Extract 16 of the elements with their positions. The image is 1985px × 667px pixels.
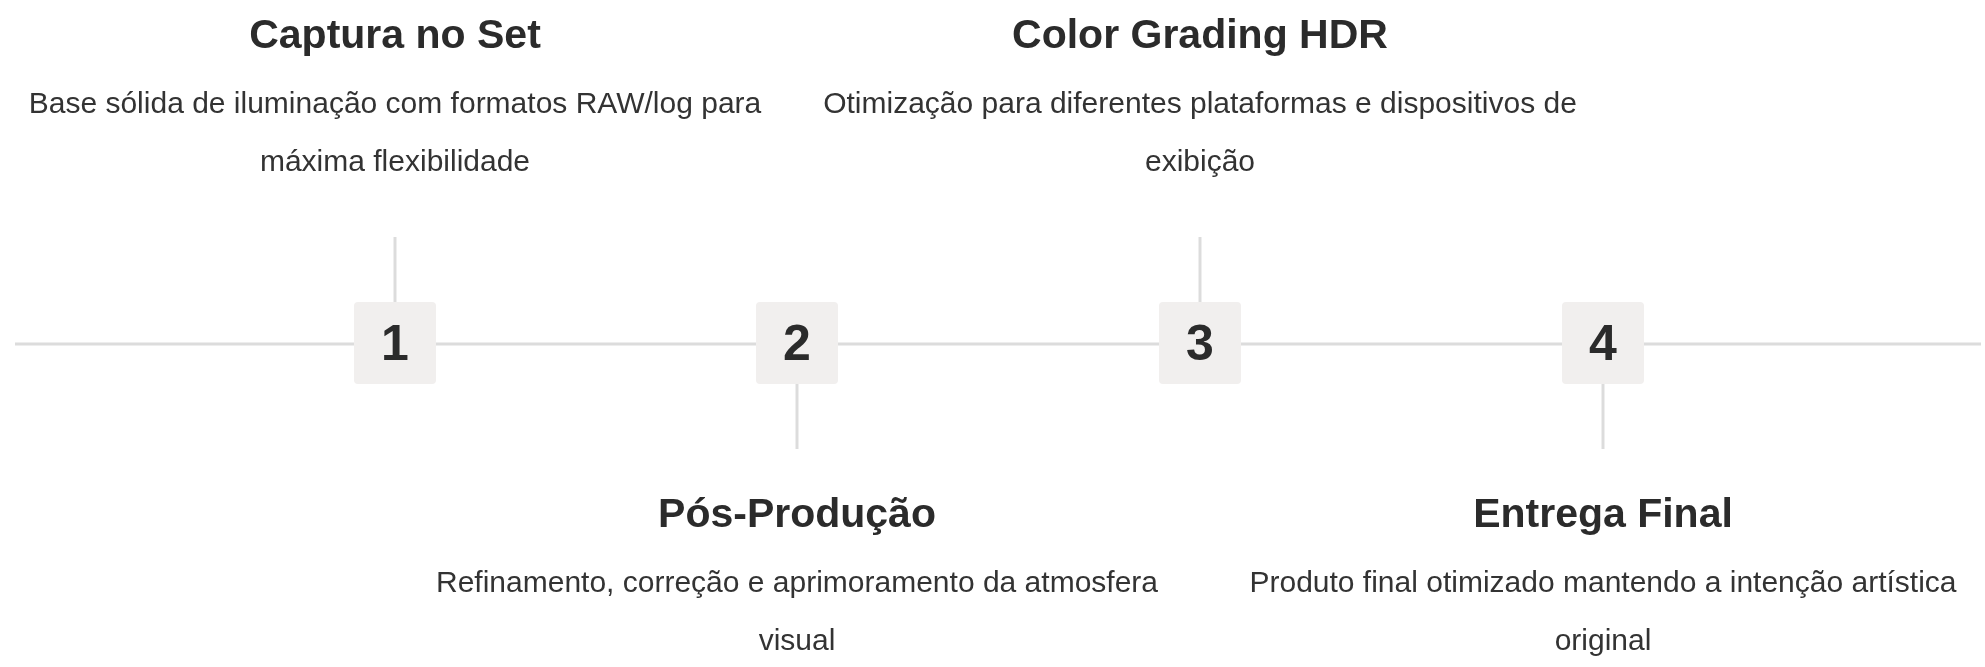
connector-line (795, 384, 799, 449)
step-description: Refinamento, correção e aprimoramento da atmosfera visual (435, 564, 1159, 658)
step-description: Base sólida de iluminação com formatos RAW/log para máxima flexibilidade (27, 85, 763, 179)
step-title: Color Grading HDR (1012, 10, 1388, 59)
step-number-box: 2 (756, 302, 838, 384)
step-number-box: 1 (354, 302, 436, 384)
step-title: Captura no Set (249, 10, 541, 59)
connector-line (1601, 384, 1605, 449)
step-description: Produto final otimizado mantendo a intenção artística original (1248, 564, 1958, 658)
step-title: Pós-Produção (658, 489, 936, 538)
connector-line (393, 237, 397, 302)
step-title: Entrega Final (1473, 489, 1733, 538)
step-number-box: 3 (1159, 302, 1241, 384)
step-description: Otimização para diferentes plataformas e dispositivos de exibição (822, 85, 1578, 179)
connector-line (1198, 237, 1202, 302)
step-number-box: 4 (1562, 302, 1644, 384)
